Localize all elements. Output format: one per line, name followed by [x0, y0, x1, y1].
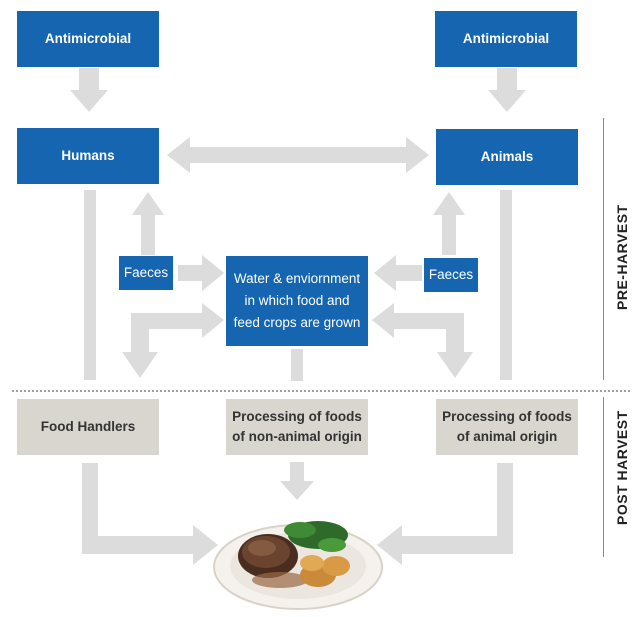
arrow-faeces-to-humans	[132, 192, 164, 255]
humans-box: Humans	[17, 128, 159, 184]
pre-harvest-label: PRE-HARVEST	[614, 204, 630, 310]
antimicrobial-right-box: Antimicrobial	[435, 11, 577, 67]
line-water-down	[291, 349, 303, 381]
antimicrobial-left-box: Antimicrobial	[17, 11, 159, 67]
line-animals-down	[500, 190, 512, 380]
water-environment-label: Water & enviornment in which food and fe…	[233, 270, 361, 331]
arrow-water-humans-bent	[122, 303, 224, 378]
faeces-left-box: Faeces	[119, 256, 173, 290]
processing-animal-label: Processing of foods of animal origin	[442, 408, 572, 444]
faeces-left-label: Faeces	[123, 264, 169, 280]
stage-line-post	[603, 397, 604, 557]
stage-line-pre	[603, 118, 604, 380]
arrow-handlers-to-plate	[82, 463, 218, 565]
arrow-antimicrobial-to-animals	[488, 68, 526, 112]
processing-animal-box: Processing of foods of animal origin	[436, 399, 578, 455]
line-humans-down	[84, 190, 96, 380]
arrow-faeces-to-animals	[433, 192, 465, 255]
processing-non-animal-label: Processing of foods of non-animal origin	[232, 408, 362, 444]
humans-label: Humans	[61, 147, 115, 163]
food-handlers-box: Food Handlers	[17, 399, 159, 455]
faeces-right-label: Faeces	[428, 266, 474, 282]
arrow-animal-processing-to-plate	[377, 463, 513, 565]
food-handlers-label: Food Handlers	[40, 418, 136, 434]
arrow-faeces-to-water-right	[374, 255, 422, 291]
animals-box: Animals	[436, 129, 578, 185]
arrow-antimicrobial-to-humans	[70, 68, 108, 112]
post-harvest-label: POST HARVEST	[614, 410, 630, 525]
arrow-processing-to-plate	[280, 462, 314, 500]
animals-label: Animals	[480, 148, 534, 164]
water-environment-box: Water & enviornment in which food and fe…	[226, 256, 368, 346]
processing-non-animal-box: Processing of foods of non-animal origin	[226, 399, 368, 455]
antimicrobial-right-label: Antimicrobial	[462, 30, 550, 46]
arrow-faeces-to-water-left	[178, 255, 224, 291]
arrow-humans-animals	[167, 137, 429, 173]
steak-plate-image	[213, 521, 383, 610]
arrow-water-animals-bent	[372, 303, 473, 378]
arrows-layer	[70, 68, 526, 565]
faeces-right-box: Faeces	[424, 258, 478, 292]
antimicrobial-left-label: Antimicrobial	[44, 30, 132, 46]
